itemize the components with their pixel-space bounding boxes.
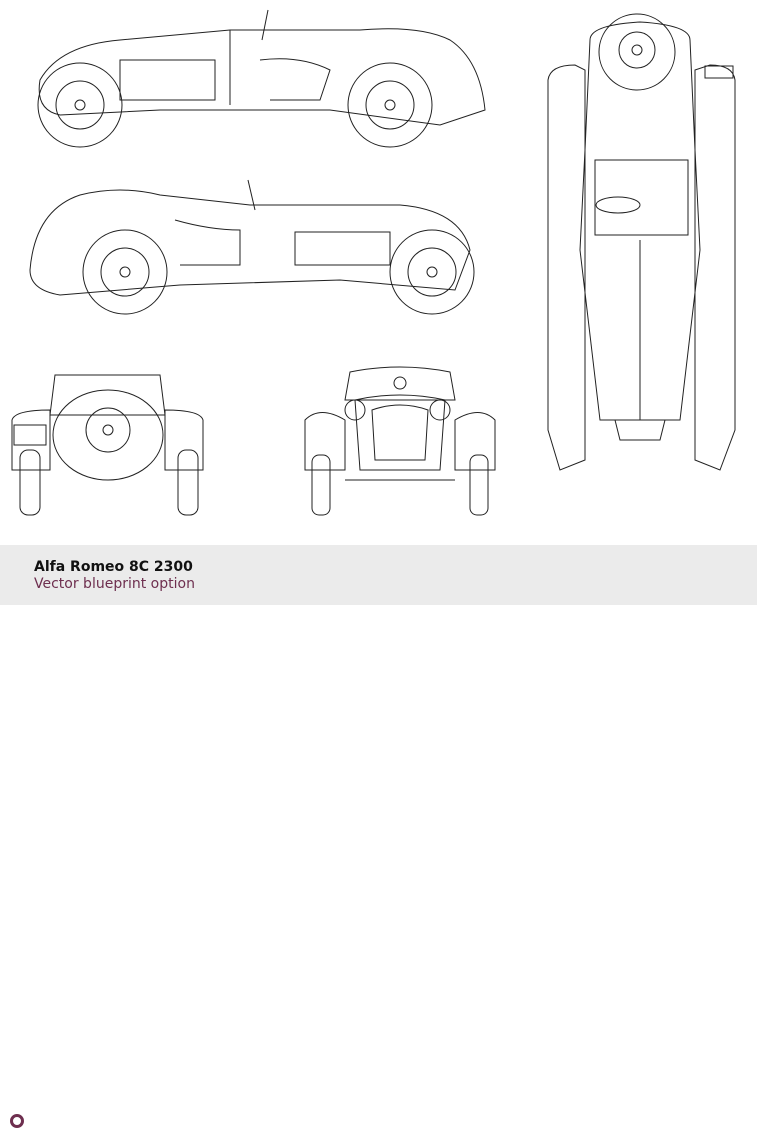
bullet-ring-icon bbox=[10, 1114, 24, 1128]
top-view bbox=[547, 13, 736, 471]
caption-bar: Alfa Romeo 8C 2300 Vector blueprint opti… bbox=[0, 545, 757, 1128]
side-view-right bbox=[29, 179, 475, 315]
caption-subtitle[interactable]: Vector blueprint option bbox=[34, 576, 195, 592]
rear-view bbox=[11, 374, 204, 516]
car-blueprint-drawing bbox=[11, 9, 736, 516]
side-view-left bbox=[37, 9, 486, 148]
front-view bbox=[304, 366, 496, 516]
caption-title: Alfa Romeo 8C 2300 bbox=[34, 559, 193, 575]
